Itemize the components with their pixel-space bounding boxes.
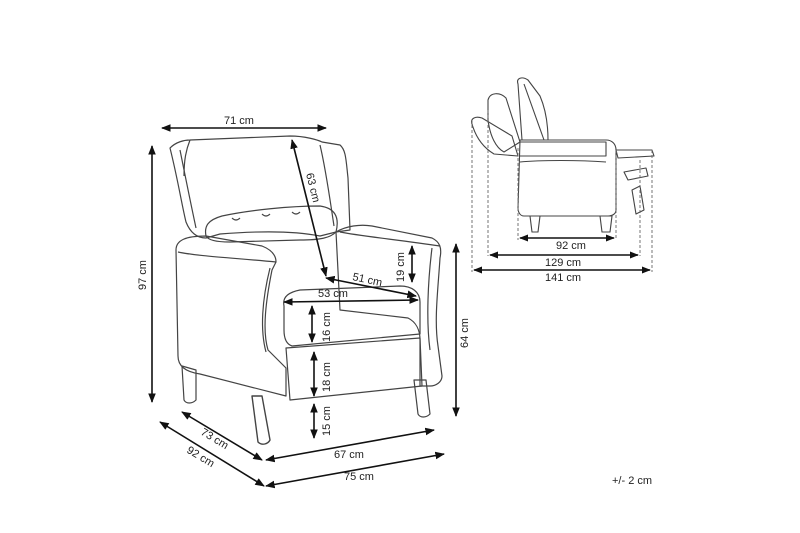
label-71: 71 cm [224, 115, 254, 127]
tolerance-note: +/- 2 cm [612, 475, 652, 487]
label-side-141: 141 cm [545, 272, 581, 284]
label-63: 63 cm [303, 172, 322, 204]
left-armrest [175, 235, 287, 397]
chair-front-view [169, 135, 443, 445]
right-armrest [335, 224, 443, 387]
side-dimension-lines [473, 234, 651, 274]
label-16: 16 cm [321, 312, 333, 342]
seat-cushion [283, 285, 421, 347]
label-19: 19 cm [395, 252, 407, 282]
label-97: 97 cm [137, 260, 149, 290]
label-18: 18 cm [321, 362, 333, 392]
label-92: 92 cm [184, 444, 216, 470]
label-64: 64 cm [459, 318, 471, 348]
leg-back-left [181, 365, 197, 404]
side-view-guides [471, 110, 653, 272]
label-side-92: 92 cm [556, 240, 586, 252]
lumbar-cushion [204, 205, 338, 243]
backrest [169, 135, 351, 239]
label-75: 75 cm [344, 471, 374, 483]
label-15: 15 cm [321, 406, 333, 436]
label-67: 67 cm [334, 449, 364, 461]
leg-front-right [413, 379, 431, 418]
dimension-lines [148, 124, 460, 489]
front-panel [285, 337, 423, 401]
chair-side-view [471, 77, 655, 233]
label-53: 53 cm [318, 288, 348, 300]
label-side-129: 129 cm [545, 257, 581, 269]
leg-front-left [251, 395, 271, 445]
